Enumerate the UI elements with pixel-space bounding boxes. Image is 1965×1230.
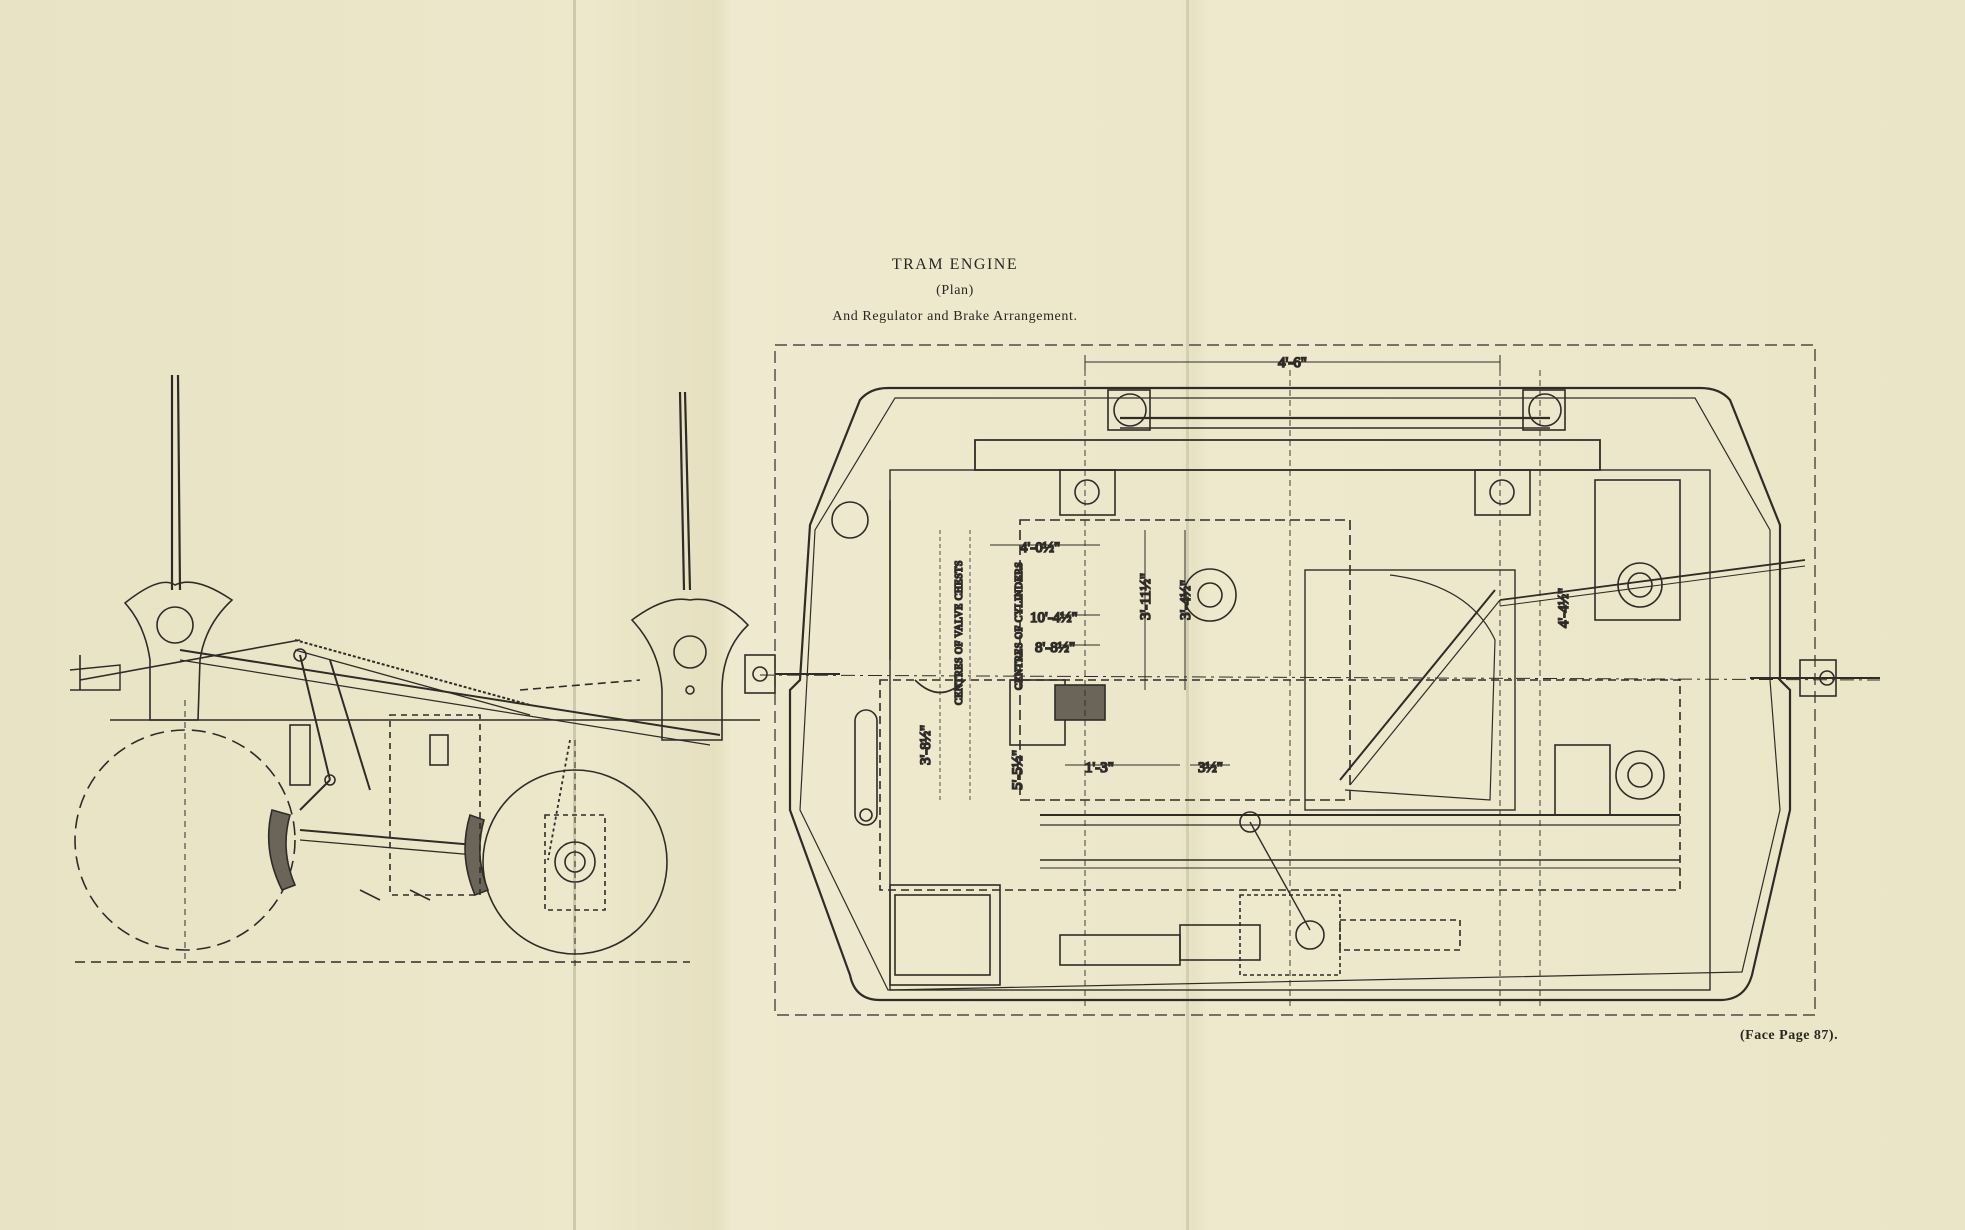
front-brake-shoe xyxy=(464,813,490,897)
drawing-title: TRAM ENGINE xyxy=(891,256,1019,273)
brake-chain xyxy=(294,639,531,706)
rear-coupling xyxy=(744,654,776,694)
label-cylinders: CENTRES OF CYLINDERS xyxy=(1014,562,1025,690)
regulator-brake-elevation xyxy=(69,374,760,970)
drawing-title-block: TRAM ENGINE (Plan) And Regulator and Bra… xyxy=(760,252,1150,330)
rear-regulator-stand xyxy=(123,581,234,721)
dim-3-11: 3'-11½" xyxy=(1138,573,1154,620)
page-fold-left xyxy=(573,0,576,1230)
label-valve-chests: CENTRES OF VALVE CHESTS xyxy=(954,560,965,705)
tram-engine-plan xyxy=(744,344,1881,1016)
dim-4-6: 4'-6" xyxy=(1278,355,1307,371)
drawing-subtitle: (Plan) xyxy=(936,283,974,298)
face-page-note: (Face Page 87). xyxy=(1740,1028,1839,1043)
page-fold-right xyxy=(1186,0,1189,1230)
dim-3-4: 3'-4½" xyxy=(1178,580,1194,620)
dim-4-4: 4'-4½" xyxy=(1556,588,1572,628)
dim-10-4: 10'-4½" xyxy=(1030,610,1078,626)
dim-3-half: 3½" xyxy=(1198,760,1223,776)
dim-5-5: 5'-5½" xyxy=(1010,750,1026,790)
front-regulator-lever xyxy=(683,391,692,591)
rear-brake-shoe xyxy=(267,809,297,892)
top-axle-bar xyxy=(974,439,1601,471)
overall-envelope xyxy=(774,344,1816,1016)
water-tank xyxy=(889,884,1001,986)
regulator-rod-plan xyxy=(1499,559,1806,601)
boiler-fitting xyxy=(1183,568,1237,622)
dim-1-3: 1'-3" xyxy=(1085,760,1114,776)
body-outline xyxy=(788,386,1792,1002)
axle-box-left xyxy=(1059,469,1116,516)
rear-wheel xyxy=(74,729,296,951)
dim-3-8: 3'-8½" xyxy=(918,725,934,765)
axle-box-right xyxy=(1474,469,1531,516)
front-regulator-stand xyxy=(630,598,750,741)
dim-8-8: 8'-8½" xyxy=(1035,640,1075,656)
dim-4-0: 4'-0½" xyxy=(1020,540,1060,556)
brake-pull-rod xyxy=(299,829,476,846)
drawing-caption: And Regulator and Brake Arrangement. xyxy=(832,309,1078,324)
